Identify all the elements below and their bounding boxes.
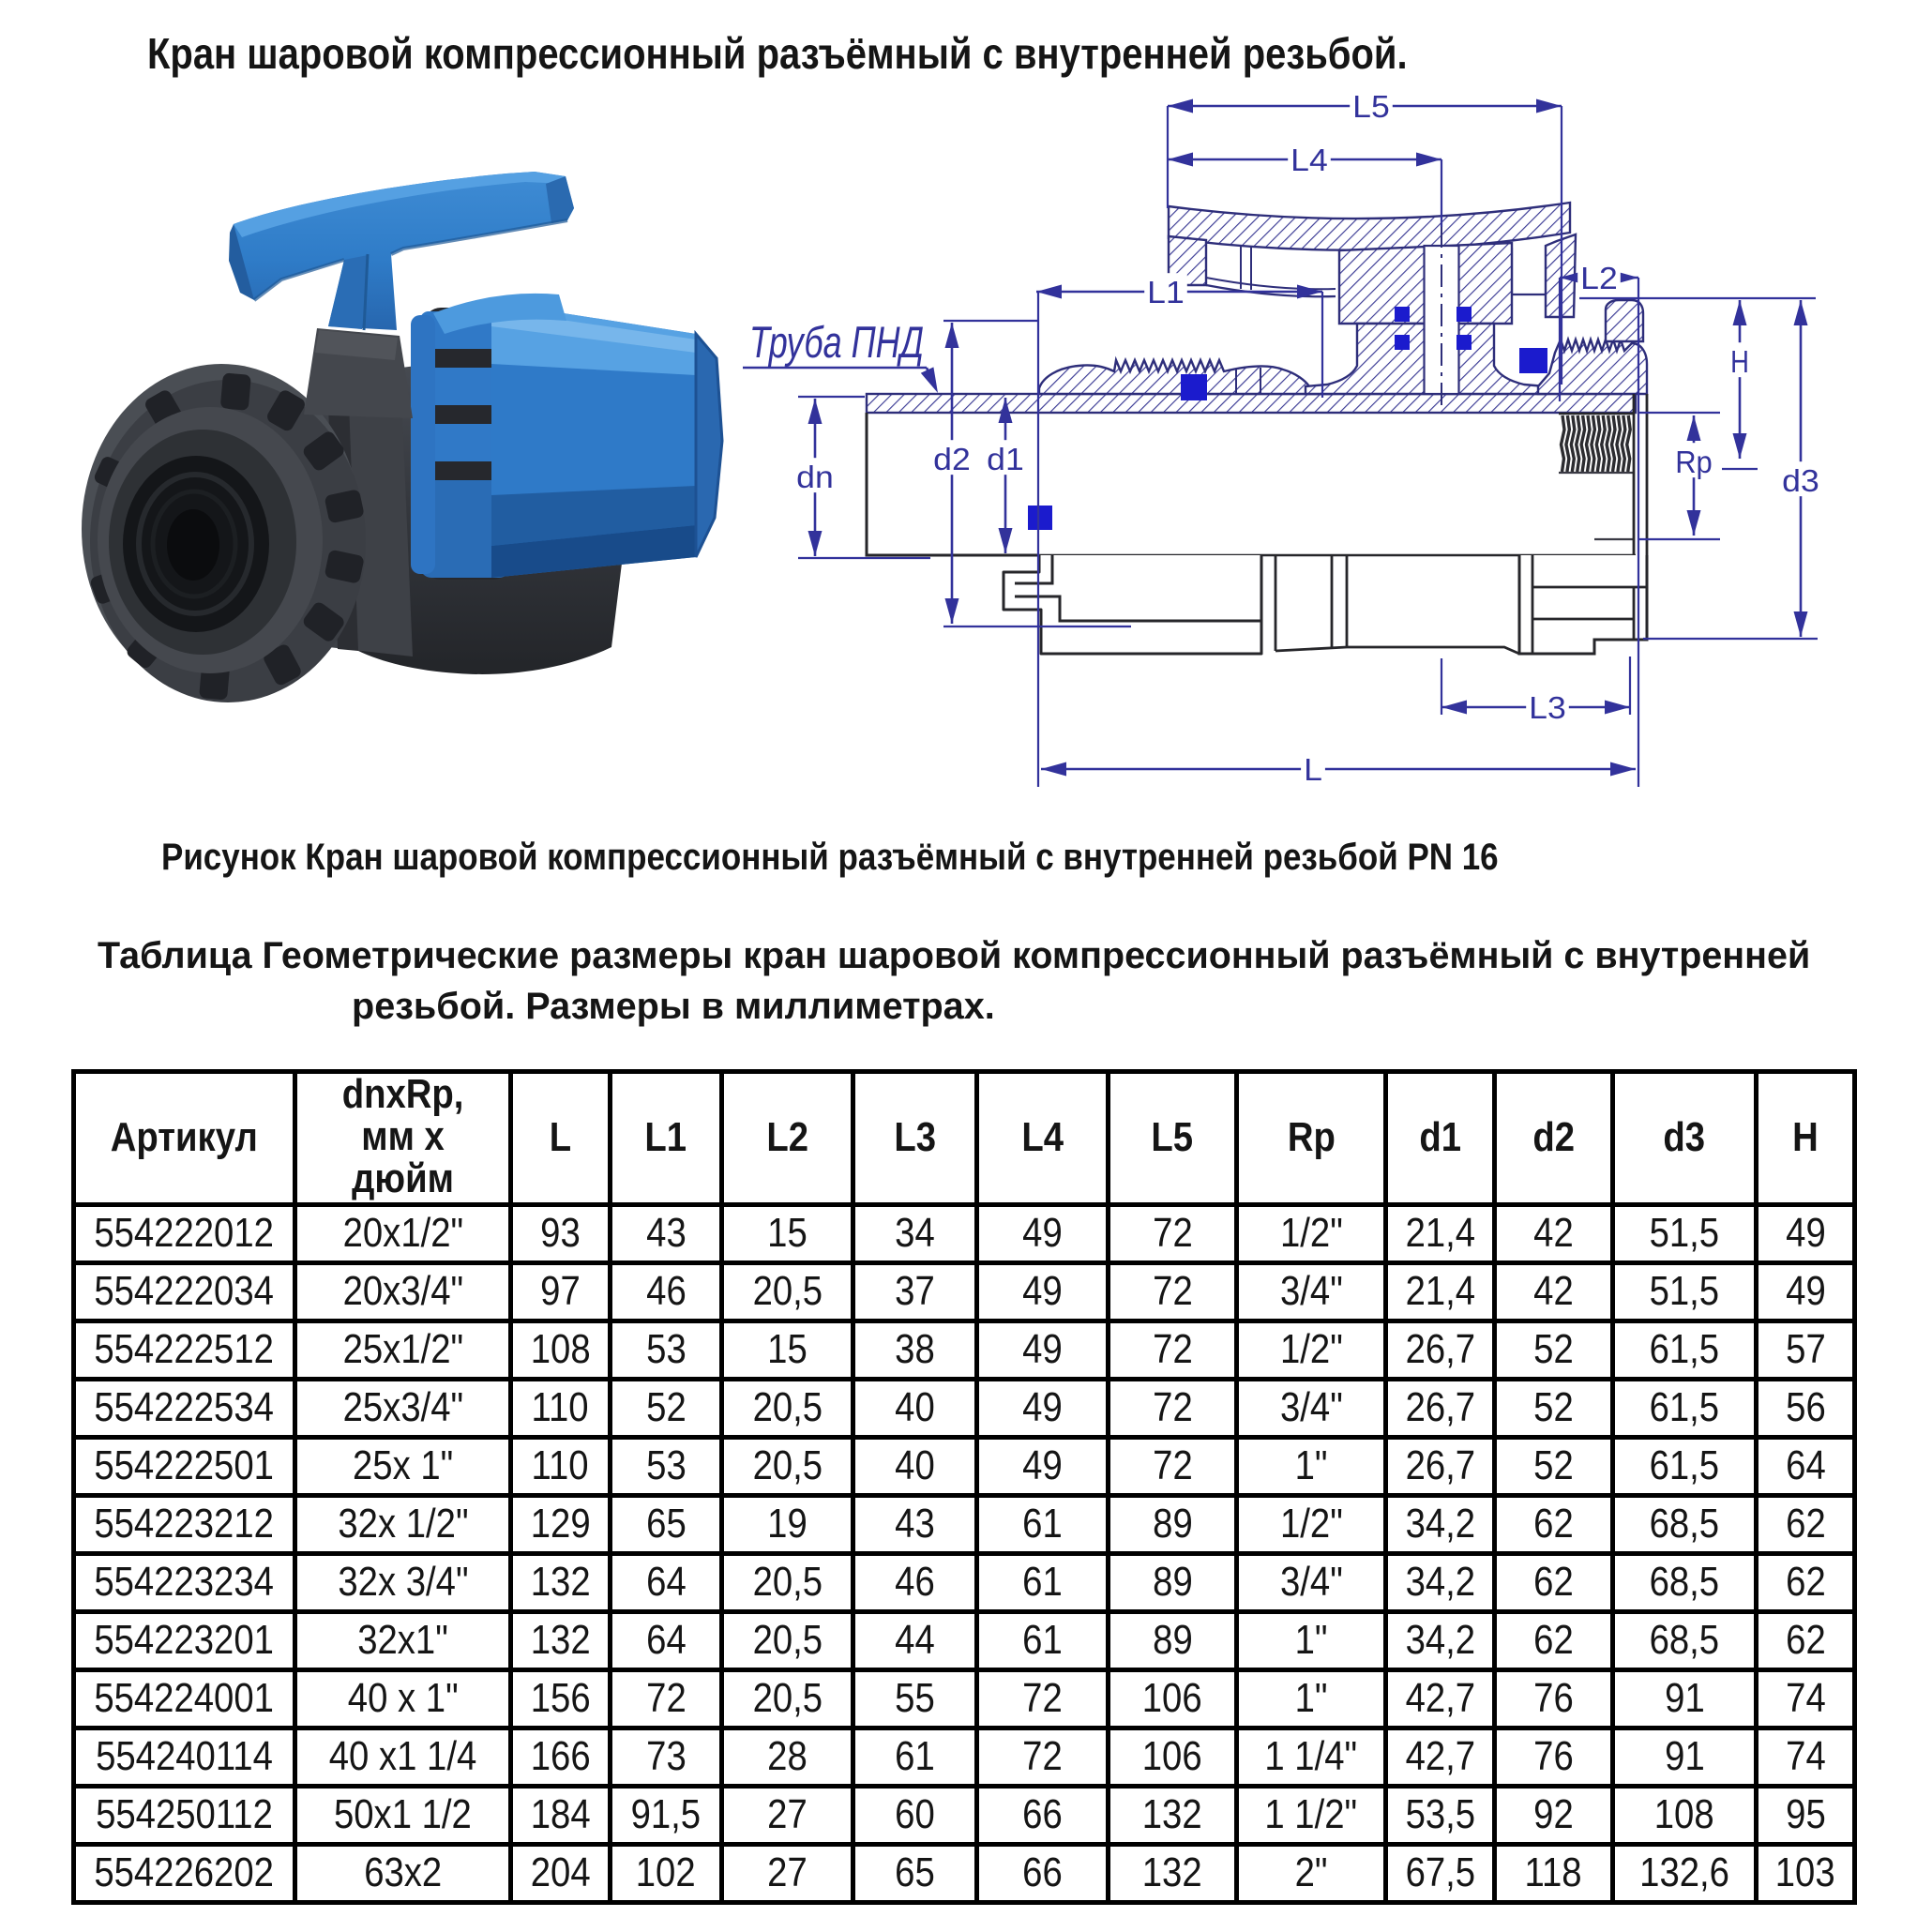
svg-text:d1: d1 [987,442,1024,476]
svg-text:L2: L2 [1580,261,1618,295]
svg-text:Труба ПНД: Труба ПНД [749,317,924,367]
svg-text:L1: L1 [1147,275,1185,309]
svg-text:H: H [1730,344,1749,379]
svg-text:L3: L3 [1529,690,1566,725]
svg-text:L5: L5 [1352,89,1390,124]
svg-text:L: L [1304,752,1322,787]
svg-text:d3: d3 [1782,463,1819,498]
svg-text:dn: dn [796,460,834,494]
svg-text:L4: L4 [1291,143,1328,177]
svg-text:d2: d2 [933,442,971,476]
svg-text:Rp: Rp [1675,445,1713,479]
